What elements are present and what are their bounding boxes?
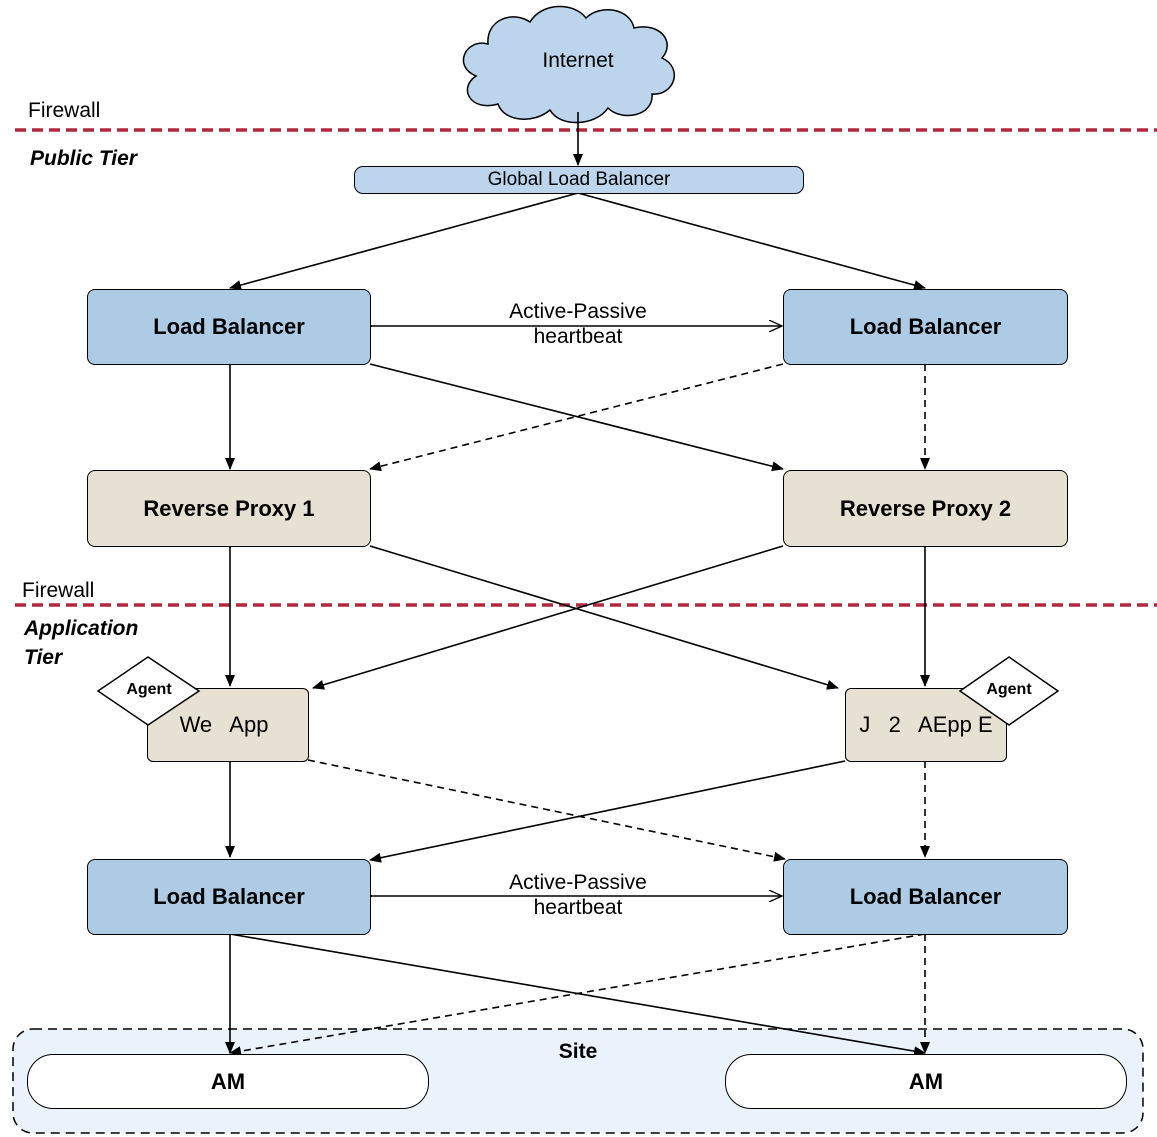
app-heartbeat-line1: Active-Passive [509,871,647,894]
agent-label-left: Agent [126,681,172,698]
internet-cloud [462,5,675,124]
public-heartbeat-line2: heartbeat [533,325,623,348]
public-heartbeat-label: Active-Passive heartbeat [458,299,698,349]
reverse-proxy-2: Reverse Proxy 2 [783,470,1068,547]
public-tier-label: Public Tier [30,147,137,170]
firewall-label-top: Firewall [28,99,101,122]
j2ee-app-node: J 2 AEpp E [845,688,1007,762]
app-load-balancer-1: Load Balancer [87,859,371,935]
app-heartbeat-label: Active-Passive heartbeat [458,870,698,920]
am-server-1: AM [27,1054,429,1109]
edge-rp1-app2 [369,545,839,690]
web-app-node: We App [147,688,309,762]
edge-lb4-am1-passive [229,933,926,1057]
public-heartbeat-line1: Active-Passive [509,300,647,323]
edge-glb-lb2 [577,192,926,290]
public-load-balancer-2: Load Balancer [783,289,1068,365]
agent-label-right: Agent [986,681,1032,698]
site-label: Site [558,1040,598,1063]
edge-app1-lb4-passive [307,759,786,862]
edge-glb-lb1 [229,192,579,290]
public-load-balancer-1: Load Balancer [87,289,371,365]
am-server-2: AM [725,1054,1127,1109]
application-tier-label-line1: Application [24,617,139,640]
internet-label: Internet [542,49,614,72]
edge-lb1-rp2 [369,363,784,472]
reverse-proxy-1: Reverse Proxy 1 [87,470,371,547]
firewall-label-bottom: Firewall [22,579,95,602]
application-tier-label-line2: Tier [24,646,63,669]
global-load-balancer: Global Load Balancer [354,166,804,194]
edge-app2-lb3 [369,760,846,863]
app-heartbeat-line2: heartbeat [533,896,623,919]
edge-rp2-app1 [312,545,784,690]
app-load-balancer-2: Load Balancer [783,859,1068,935]
